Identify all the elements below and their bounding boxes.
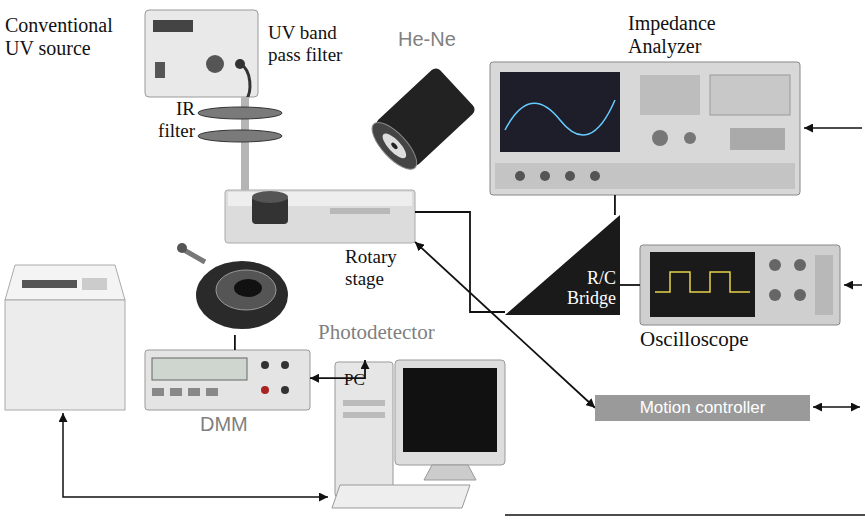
light-guide-fiber xyxy=(240,64,250,100)
motion-controller: Motion controller xyxy=(595,395,810,421)
instrument-label: Photodetector xyxy=(318,320,435,344)
rc-bridge: R/C Bridge xyxy=(505,215,620,315)
analyzer-port xyxy=(565,171,575,181)
analyzer-port xyxy=(540,171,550,181)
stage-platform xyxy=(225,190,415,243)
stage-knob-top xyxy=(252,191,288,203)
digital-multimeter: DMM xyxy=(145,350,310,410)
analyzer-knob xyxy=(652,130,668,146)
impedance-analyzer: Impedance Analyzer xyxy=(490,62,800,195)
post-knob xyxy=(177,243,187,253)
monitor-screen xyxy=(403,368,497,452)
pc-meter-wire xyxy=(63,413,328,497)
part-label: He-Ne xyxy=(398,28,456,51)
detector-post xyxy=(184,250,205,262)
dmm-button xyxy=(152,388,164,396)
analyzer-housing xyxy=(490,62,800,195)
drive-slot xyxy=(343,400,385,406)
dmm-terminal xyxy=(261,361,269,369)
instrument-label: Impedance Analyzer xyxy=(628,12,748,58)
connector-line xyxy=(614,195,616,215)
connector-line xyxy=(620,284,640,286)
analyzer-screen xyxy=(500,72,620,152)
scope-knob xyxy=(769,259,781,271)
laser-aperture xyxy=(390,142,398,151)
oscilloscope: Oscilloscope xyxy=(640,245,840,325)
ir-filter xyxy=(198,130,282,142)
scope-knob xyxy=(794,259,806,271)
instrument-label: Rotary stage xyxy=(345,246,415,290)
dmm-display xyxy=(152,358,247,380)
detector-lens-ring xyxy=(216,270,276,310)
scope-bus-wire xyxy=(844,284,862,286)
detector-lens xyxy=(234,279,262,297)
uv-source-knob xyxy=(206,55,224,73)
scope-panel xyxy=(815,255,833,315)
instrument-label: DMM xyxy=(200,413,248,436)
power-switch xyxy=(155,62,165,78)
scope-waveform xyxy=(655,272,750,292)
uv-source-housing xyxy=(145,10,258,97)
instrument-label: Motion controller xyxy=(609,398,796,418)
drive-slot xyxy=(343,412,385,418)
analyzer-keypad xyxy=(710,75,790,115)
meter-display xyxy=(22,280,77,288)
detector-body xyxy=(196,261,288,329)
dmm-terminal xyxy=(261,386,269,394)
analyzer-keys xyxy=(640,75,700,115)
scope-knob xyxy=(769,289,781,301)
controller-bus-wire xyxy=(813,406,860,408)
scope-screen xyxy=(650,252,755,317)
scope-knob xyxy=(794,289,806,301)
scope-housing xyxy=(640,245,840,325)
photodetector: Photodetector xyxy=(195,250,290,335)
rotary-stage: Rotary stage xyxy=(225,190,415,243)
meter-top-panel xyxy=(5,265,125,300)
sample-slot xyxy=(330,208,390,214)
uv-source-display xyxy=(153,20,193,32)
part-label: IR filter xyxy=(150,98,195,142)
analyzer-bus-wire xyxy=(804,127,862,129)
meter-keypad xyxy=(82,278,107,290)
uv-band-pass-filter xyxy=(198,107,282,119)
connector-line xyxy=(415,212,505,312)
dmm-button xyxy=(170,388,182,396)
monitor xyxy=(395,360,505,465)
instrument-label: PC xyxy=(344,370,365,390)
dmm-terminal xyxy=(281,361,289,369)
bridge-triangle-shape xyxy=(505,215,620,315)
dmm-terminal xyxy=(281,386,289,394)
pc-tower xyxy=(335,362,393,497)
dmm-housing xyxy=(145,350,310,410)
dmm-button xyxy=(206,388,218,396)
pc-bus-wire xyxy=(505,514,865,516)
computer: PC xyxy=(330,360,505,510)
part-label: Conventional UV source xyxy=(5,14,130,60)
analyzer-trace xyxy=(505,100,615,135)
analyzer-port xyxy=(590,171,600,181)
monitor-stand xyxy=(424,465,476,480)
analyzer-rack xyxy=(495,163,795,189)
connector-line xyxy=(234,335,236,350)
analyzer-port xyxy=(515,171,525,181)
laser-face xyxy=(365,116,423,176)
instrument-label: R/C Bridge xyxy=(552,268,616,309)
analyzer-knob xyxy=(684,132,696,144)
dmm-button xyxy=(188,388,200,396)
instrument-label: Oscilloscope xyxy=(640,327,748,351)
keyboard xyxy=(332,485,470,508)
analyzer-panel xyxy=(730,128,785,150)
laser-ring xyxy=(379,130,410,162)
meter-housing xyxy=(5,300,125,410)
part-label: UV band pass filter xyxy=(268,22,358,66)
